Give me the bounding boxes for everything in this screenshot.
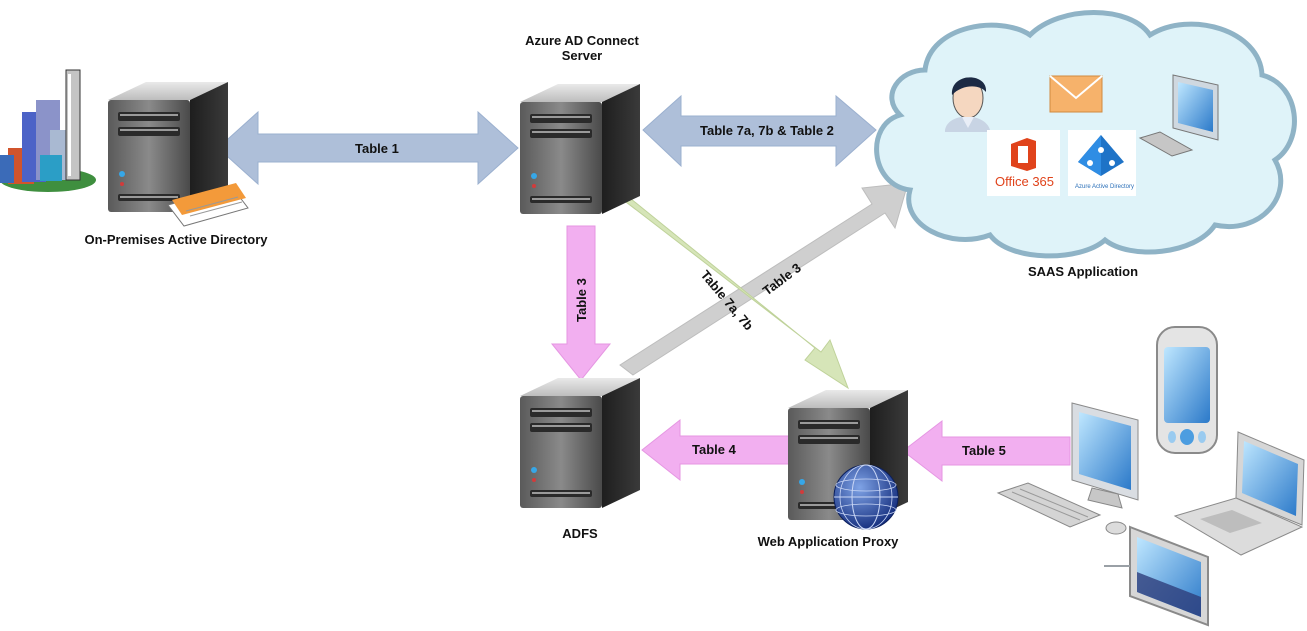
svg-text:Azure Active Directory: Azure Active Directory: [1075, 184, 1134, 190]
arrow-table7ab-diagonal: [619, 189, 850, 390]
label-saas: SAAS Application: [1027, 264, 1139, 279]
label-aad-connect-line2: Server: [561, 48, 603, 63]
building-icon: [0, 69, 96, 192]
label-table1: Table 1: [355, 141, 399, 156]
arrow-table3-down: [550, 225, 612, 381]
label-aad-connect-line1: Azure AD Connect: [525, 33, 639, 48]
label-table3-down: Table 3: [574, 278, 589, 322]
server-icon: [520, 84, 640, 214]
label-table4: Table 4: [692, 442, 737, 457]
phone-icon: [1156, 326, 1218, 454]
documents-icon: [167, 183, 249, 227]
user-icon: [945, 77, 990, 132]
desktop-icon: [996, 402, 1139, 535]
arrow-table7ab-table2: [642, 94, 877, 168]
arrow-table3-diagonal: [619, 182, 909, 376]
globe-icon: [833, 464, 899, 530]
arrow-table5: [902, 419, 1071, 483]
tablet-icon: [1104, 525, 1209, 627]
label-adfs: ADFS: [562, 526, 598, 541]
label-onprem-ad: On-Premises Active Directory: [84, 232, 268, 247]
azure-ad-icon: Azure Active Directory: [1068, 130, 1136, 196]
label-table7ab-table2: Table 7a, 7b & Table 2: [700, 123, 834, 138]
office365-icon: Office 365: [987, 130, 1060, 196]
label-wap: Web Application Proxy: [757, 534, 899, 549]
monitor-icon: [1138, 74, 1219, 157]
laptop-icon: [1173, 431, 1305, 556]
svg-text:Office 365: Office 365: [995, 174, 1054, 189]
arrow-table1: [217, 110, 519, 186]
server-icon: [520, 378, 640, 508]
label-table5: Table 5: [962, 443, 1006, 458]
arrow-table4: [641, 418, 791, 482]
mail-icon: [1049, 75, 1103, 113]
